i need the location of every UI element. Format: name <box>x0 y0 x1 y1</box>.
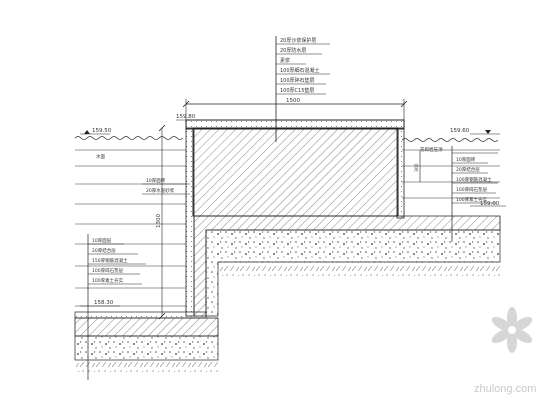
right-callout-line-2: 10厚面砖 <box>456 156 476 163</box>
level-bottom-label: 158.30 <box>94 300 114 306</box>
watermark-text: zhulong.com <box>474 383 536 395</box>
water-label: 水面 <box>96 153 105 160</box>
wall-left-facing <box>185 127 195 317</box>
left-bottom-callout: 10厚面层 20厚结合层 150厚钢筋混凝土 100厚碎石垫层 100厚素土夯实 <box>87 234 146 380</box>
callout-line-3: 素浆 <box>280 57 290 64</box>
left-wall-label-b: 20厚水泥砂浆 <box>146 187 175 194</box>
width-dimension: 1500 <box>182 98 408 120</box>
upper-base-earth <box>218 262 500 276</box>
small-depth-label: 300 <box>414 163 420 172</box>
level-right-low-label: 159.00 <box>480 201 500 207</box>
water-right <box>401 138 500 199</box>
lower-base-concrete <box>74 317 219 337</box>
right-callout-line-6: 100厚素土夯实 <box>456 196 488 203</box>
level-bottom: 158.30 <box>80 300 120 307</box>
lower-base-facing <box>74 311 207 319</box>
callout-line-1: 20厚沙浆保护层 <box>280 37 316 44</box>
concrete-block <box>192 127 399 217</box>
right-callout-line-3: 20厚结合层 <box>456 166 480 173</box>
level-left: 159.50 <box>80 128 112 135</box>
level-left-label: 159.50 <box>92 128 112 134</box>
level-right: 159.60 <box>450 128 500 135</box>
wall-right-facing <box>396 127 405 219</box>
level-top-label: 159.80 <box>176 114 196 120</box>
watermark-logo <box>491 307 533 353</box>
water-left <box>74 136 186 318</box>
left-wall-label-a: 10厚面砖 <box>146 177 166 184</box>
callout-line-5: 100厚碎石垫层 <box>280 77 315 84</box>
left-bottom-line-2: 20厚结合层 <box>92 247 116 254</box>
level-right-label: 159.60 <box>450 128 470 134</box>
left-bottom-line-3: 150厚钢筋混凝土 <box>92 257 128 264</box>
width-label: 1500 <box>286 98 300 104</box>
right-callout-line-5: 100厚碎石垫层 <box>456 186 488 193</box>
callout-line-6: 100厚C15垫层 <box>280 87 314 94</box>
lower-base-gravel <box>74 335 219 361</box>
lower-base-earth <box>75 360 218 372</box>
depth-label: 1300 <box>156 214 162 228</box>
level-right-low: 159.00 <box>470 201 506 207</box>
block-coping <box>185 119 405 130</box>
top-callout: 20厚沙浆保护层 20厚防水层 素浆 100厚细石混凝土 100厚碎石垫层 10… <box>275 36 330 142</box>
callout-line-2: 20厚防水层 <box>280 47 306 54</box>
left-bottom-line-5: 100厚素土夯实 <box>92 277 124 284</box>
small-depth-dimension: 300 <box>414 150 421 182</box>
right-callout: 花岗岩压顶 10厚面砖 20厚结合层 100厚钢筋混凝土 100厚碎石垫层 10… <box>420 146 498 242</box>
depth-dimension: 1300 <box>156 124 166 320</box>
left-wall-callout: 10厚面砖 20厚水泥砂浆 <box>142 177 190 195</box>
level-top: 159.80 <box>176 114 200 121</box>
left-bottom-line-1: 10厚面层 <box>92 238 112 244</box>
right-callout-line-1: 花岗岩压顶 <box>420 146 443 153</box>
right-callout-line-4: 100厚钢筋混凝土 <box>456 176 492 183</box>
left-bottom-line-4: 100厚碎石垫层 <box>92 267 124 274</box>
callout-line-4: 100厚细石混凝土 <box>280 67 320 74</box>
